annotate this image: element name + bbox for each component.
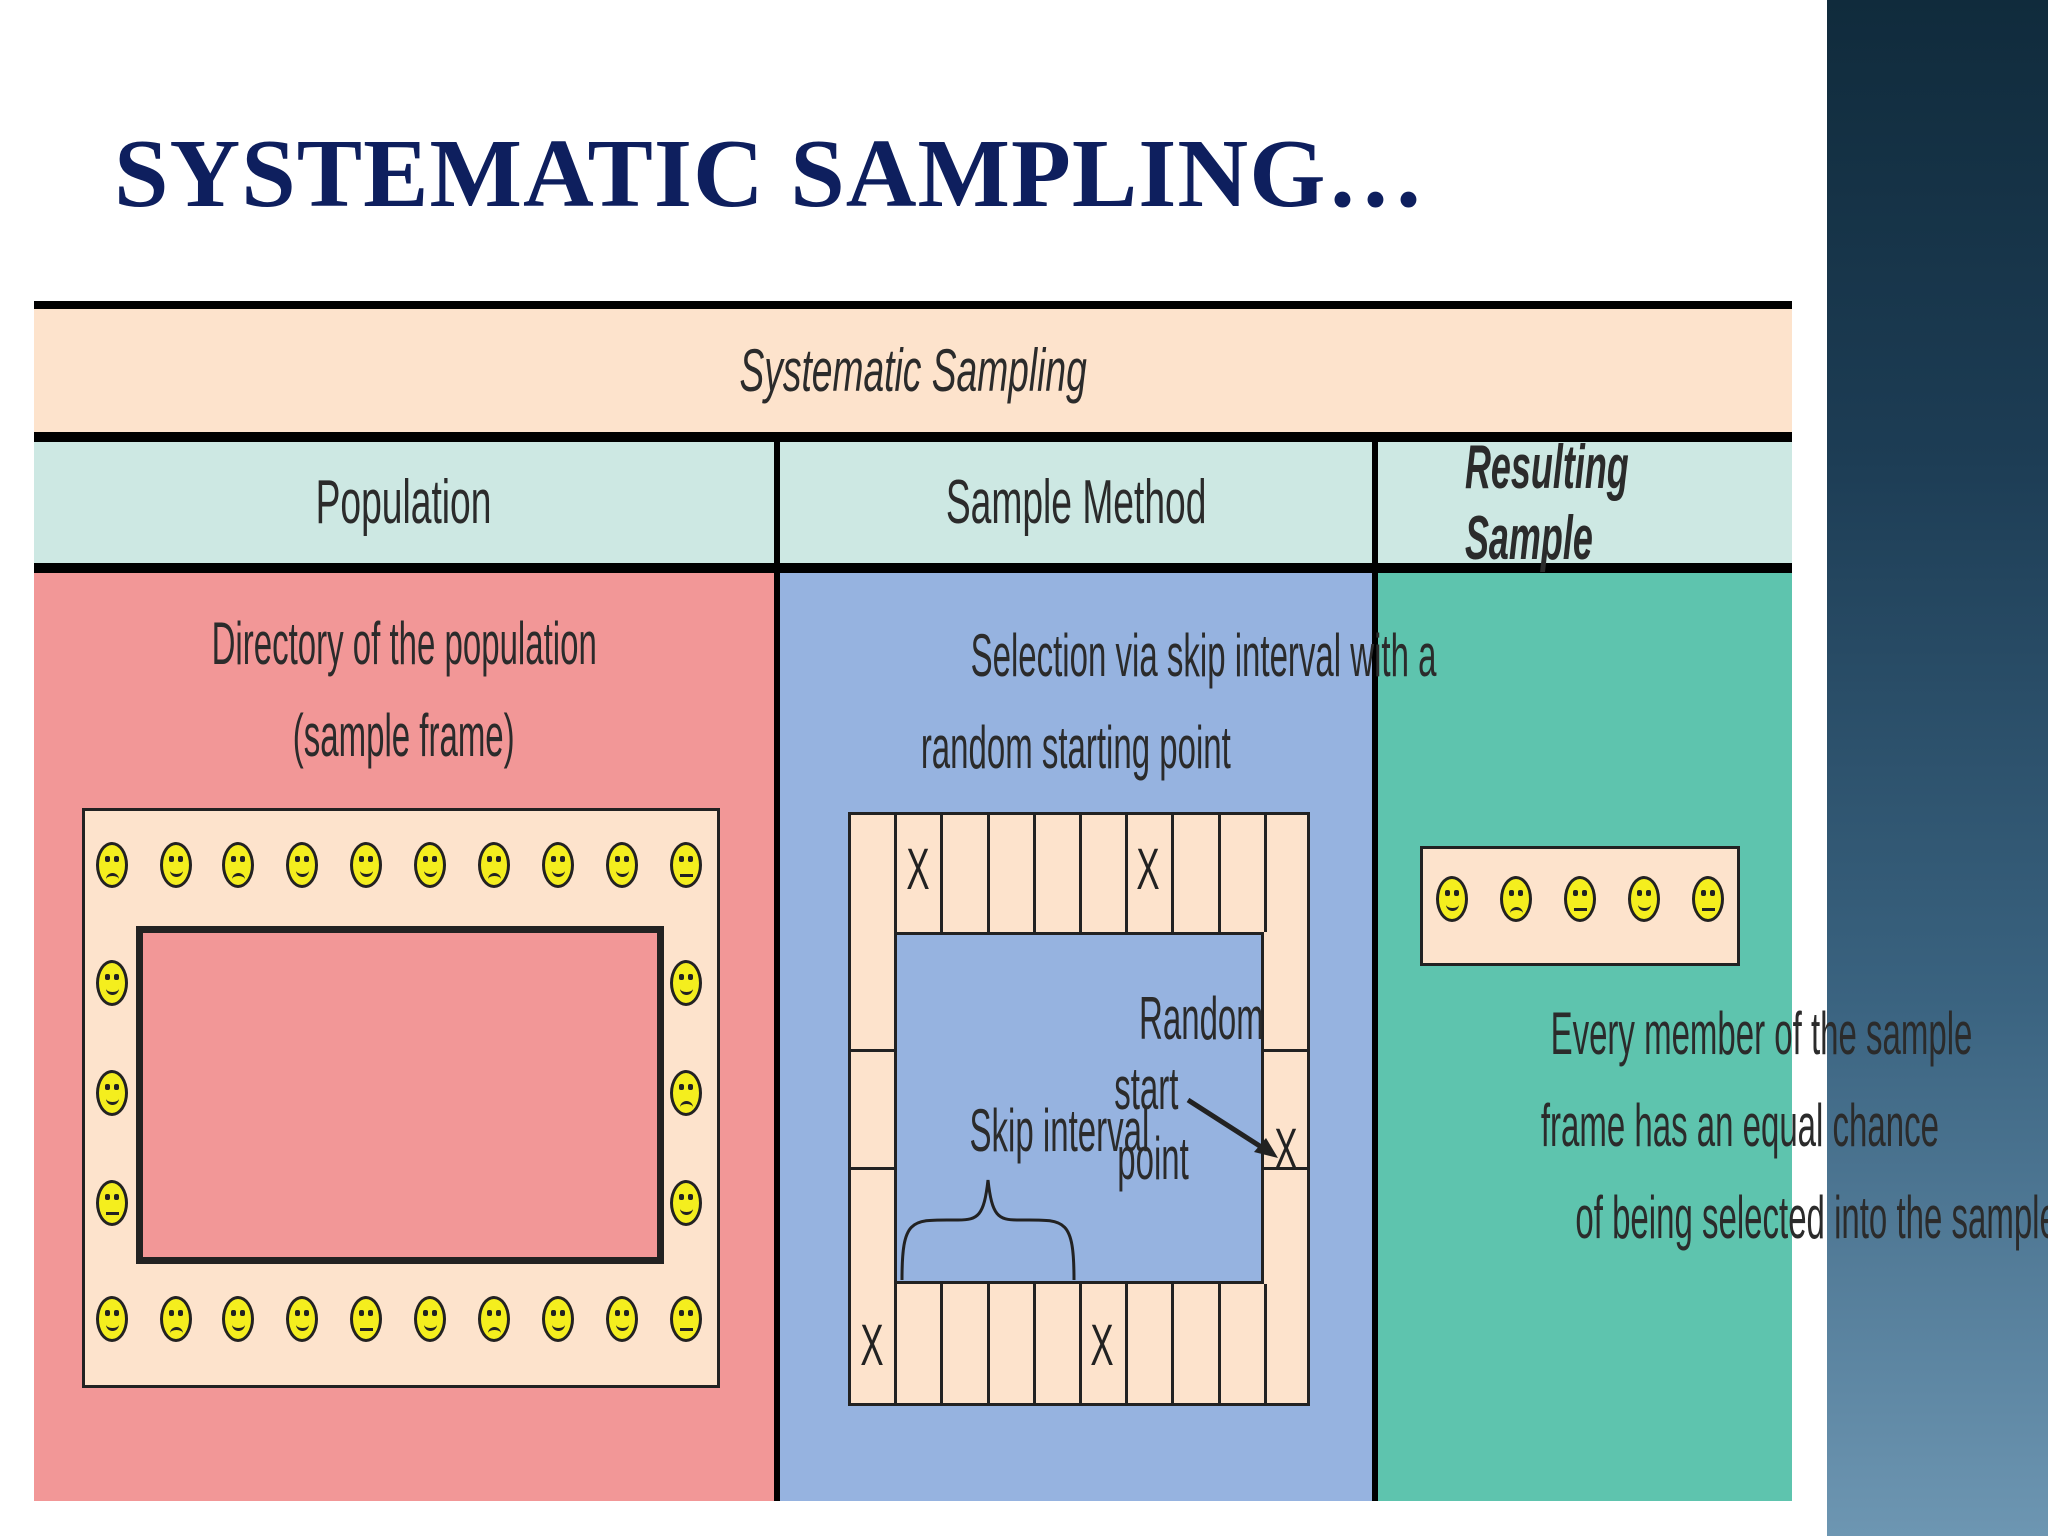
column-header-label: Resulting Sample — [1464, 432, 1629, 573]
smiling-face-icon — [222, 1296, 254, 1342]
grid-cell-divider — [987, 812, 990, 932]
grid-cell-divider — [848, 1167, 894, 1170]
grid-cell-divider — [1079, 1284, 1082, 1406]
neutral-face-icon — [96, 1180, 128, 1226]
note-line: Every member of the sample — [1550, 1000, 1973, 1067]
slide-title: SYSTEMATIC SAMPLING… — [114, 120, 1426, 228]
grid-cell-divider — [987, 1284, 990, 1406]
frowning-face-icon — [478, 842, 510, 888]
skip-interval-brace — [900, 1179, 1076, 1280]
smiling-face-icon — [96, 1070, 128, 1116]
grid-cell-divider — [1033, 1284, 1036, 1406]
smiling-face-icon — [350, 842, 382, 888]
smiling-face-icon — [96, 1296, 128, 1342]
grid-cell-divider — [1264, 812, 1267, 932]
grid-cell-divider — [1079, 812, 1082, 932]
decorative-side-band — [1827, 0, 2048, 1536]
note-line: frame has an equal chance — [1540, 1092, 1939, 1159]
note-line: random starting point — [920, 714, 1232, 781]
grid-cell-divider — [1264, 1049, 1310, 1052]
neutral-face-icon — [1564, 876, 1596, 922]
selected-x-mark: X — [906, 837, 930, 902]
selected-x-mark: X — [1090, 1313, 1114, 1378]
column-header-result: Resulting Sample — [1378, 433, 1792, 573]
column-header-label: Sample Method — [945, 468, 1207, 537]
selected-x-mark: X — [1136, 837, 1160, 902]
smiling-face-icon — [1628, 876, 1660, 922]
frowning-face-icon — [160, 1296, 192, 1342]
smiling-face-icon — [1436, 876, 1468, 922]
frowning-face-icon — [670, 1070, 702, 1116]
smiling-face-icon — [414, 842, 446, 888]
result-column — [1378, 573, 1792, 1501]
column-header-method: Sample Method — [780, 442, 1372, 563]
grid-cell-divider — [1171, 1284, 1174, 1406]
selected-x-mark: X — [860, 1313, 884, 1378]
method-note: Selection via skip interval with a rando… — [780, 610, 1436, 794]
smiling-face-icon — [670, 960, 702, 1006]
grid-cell-divider — [894, 812, 897, 932]
smiling-face-icon — [286, 1296, 318, 1342]
neutral-face-icon — [1692, 876, 1724, 922]
grid-cell-divider — [1125, 812, 1128, 932]
frowning-face-icon — [1500, 876, 1532, 922]
skip-interval-label: Skip interval — [969, 1097, 1150, 1164]
smiling-face-icon — [96, 960, 128, 1006]
grid-cell-divider — [1171, 812, 1174, 932]
skip-interval-grid-center — [894, 932, 1264, 1284]
neutral-face-icon — [350, 1296, 382, 1342]
column-header-label: Population — [316, 468, 492, 537]
note-line: Selection via skip interval with a — [970, 622, 1437, 689]
smiling-face-icon — [606, 1296, 638, 1342]
frowning-face-icon — [222, 842, 254, 888]
column-header-population: Population — [34, 442, 774, 563]
frowning-face-icon — [478, 1296, 510, 1342]
sample-frame-center — [136, 926, 664, 1264]
smiling-face-icon — [414, 1296, 446, 1342]
grid-cell-divider — [1033, 812, 1036, 932]
note-line: of being selected into the sample — [1575, 1184, 2048, 1251]
smiling-face-icon — [542, 1296, 574, 1342]
random-start-label: Random start point — [1114, 985, 1264, 1192]
smiling-face-icon — [160, 842, 192, 888]
population-note: Directory of the population (sample fram… — [34, 598, 774, 782]
grid-cell-divider — [894, 1284, 897, 1406]
selected-x-mark: X — [1274, 1117, 1298, 1182]
grid-cell-divider — [1218, 812, 1221, 932]
grid-cell-divider — [848, 1049, 894, 1052]
neutral-face-icon — [670, 842, 702, 888]
note-line: Directory of the population — [211, 610, 597, 677]
grid-cell-divider — [940, 812, 943, 932]
figure-title: Systematic Sampling — [739, 337, 1087, 404]
grid-cell-divider — [940, 1284, 943, 1406]
frowning-face-icon — [96, 842, 128, 888]
random-start-arrow — [1186, 1097, 1278, 1158]
grid-cell-divider — [1218, 1284, 1221, 1406]
grid-cell-divider — [1264, 1167, 1310, 1170]
smiling-face-icon — [286, 842, 318, 888]
figure-title-band: Systematic Sampling — [34, 309, 1792, 432]
result-note: Every member of the sample frame has an … — [1378, 988, 2048, 1264]
smiling-face-icon — [542, 842, 574, 888]
grid-cell-divider — [1264, 1284, 1267, 1406]
neutral-face-icon — [670, 1296, 702, 1342]
smiling-face-icon — [606, 842, 638, 888]
grid-cell-divider — [1125, 1284, 1128, 1406]
note-line: (sample frame) — [293, 702, 515, 769]
smiling-face-icon — [670, 1180, 702, 1226]
